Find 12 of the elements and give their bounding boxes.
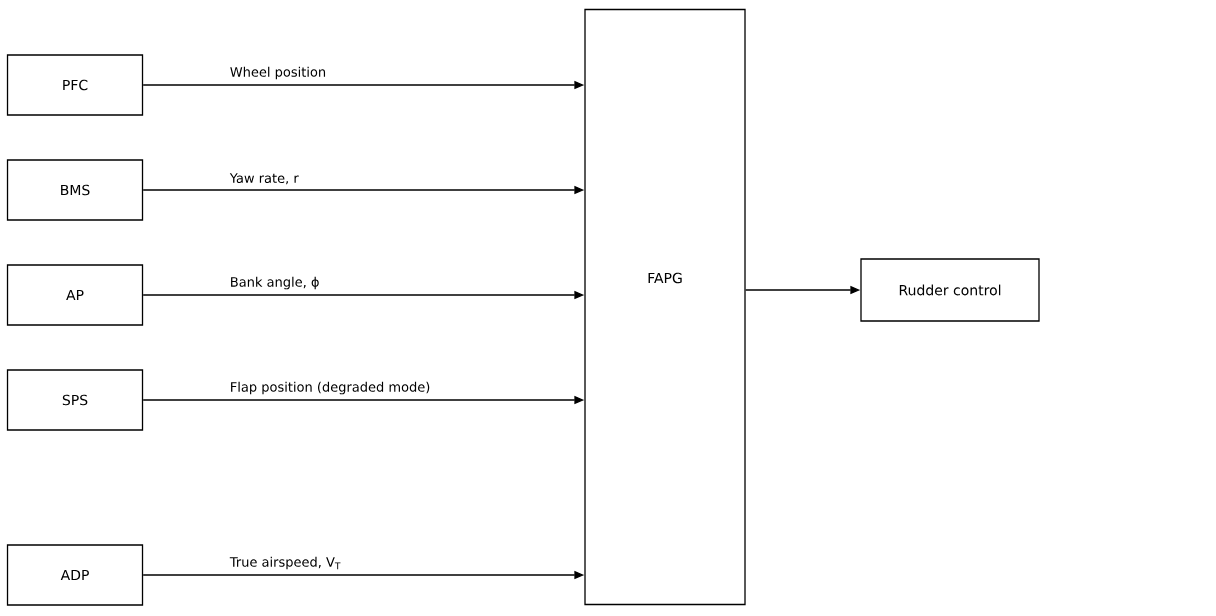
edge-label: Bank angle, ϕ <box>231 276 319 290</box>
block-box: AP <box>6 264 144 326</box>
block-box: FAPG <box>584 8 746 606</box>
block-box: BMS <box>6 159 144 221</box>
edge-label: Wheel position <box>230 66 326 80</box>
block-box: PFC <box>6 54 144 116</box>
block-box: Rudder control <box>860 258 1040 322</box>
edge-label: True airspeed, V$_{T}$ <box>229 556 341 570</box>
edge-label: Flap position (degraded mode) <box>231 381 430 395</box>
block-box: ADP <box>6 544 144 606</box>
block-box: SPS <box>6 369 144 431</box>
edge-label: Yaw rate, r <box>229 173 299 185</box>
